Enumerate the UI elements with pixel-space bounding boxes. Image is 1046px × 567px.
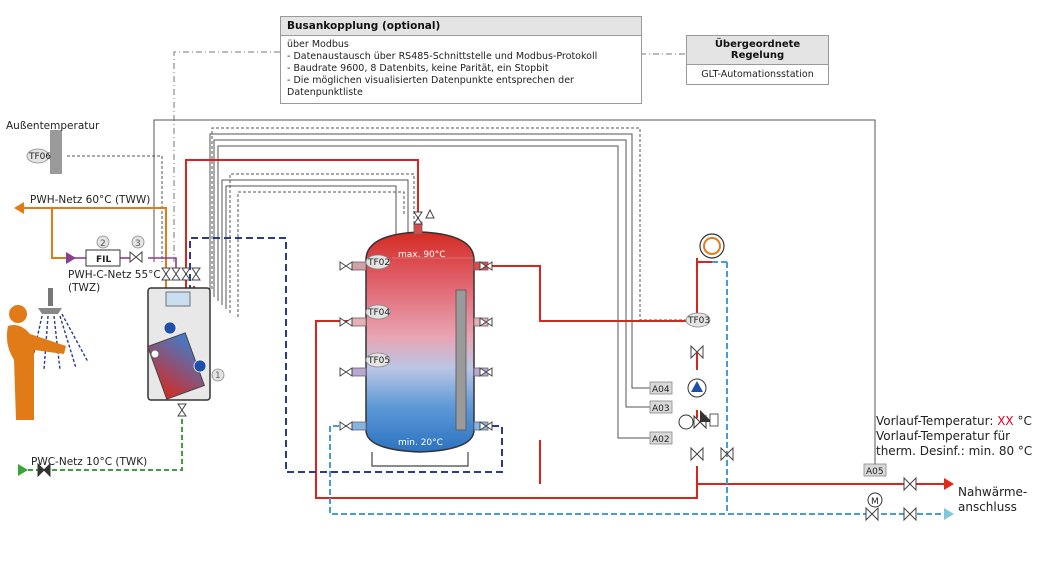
station-number: 1 bbox=[215, 371, 221, 381]
glt-box: Übergeordnete Regelung GLT-Automationsst… bbox=[686, 35, 829, 85]
tank-sensors bbox=[365, 254, 711, 368]
supply-arrow bbox=[944, 478, 954, 490]
tank-valves bbox=[339, 208, 493, 431]
motor-label: M bbox=[871, 497, 879, 507]
glt-title: Übergeordnete Regelung bbox=[687, 36, 828, 65]
shower-person bbox=[6, 288, 89, 420]
marker-3 bbox=[131, 235, 145, 249]
fresh-water-station bbox=[146, 287, 225, 401]
district-heating-line-1: Nahwärme- bbox=[958, 485, 1028, 499]
marker-2 bbox=[96, 235, 110, 249]
flow-temperature-line-3: therm. Desinf.: min. 80 °C bbox=[876, 444, 1033, 458]
marker-2-label: 2 bbox=[100, 239, 106, 249]
pwc-valve bbox=[37, 462, 51, 478]
flow-temperature-line-1: Vorlauf-Temperatur: XX °C bbox=[876, 414, 1032, 429]
mixing-valve-motor bbox=[867, 492, 883, 508]
sensor-tf04: TF04 bbox=[367, 308, 390, 318]
signal-wiring bbox=[153, 119, 876, 468]
pwc-pipe bbox=[28, 406, 183, 471]
bus-line: über Modbus bbox=[287, 39, 349, 50]
filter-label: FIL bbox=[96, 255, 111, 265]
heating-valves bbox=[690, 344, 917, 522]
sensor-tf05: TF05 bbox=[367, 356, 390, 366]
bus-connection-body: über Modbus - Datenaustausch über RS485-… bbox=[281, 36, 641, 103]
station-valves bbox=[129, 250, 201, 417]
flow-temperature-unit: °C bbox=[1013, 414, 1032, 428]
district-heating-line-2: anschluss bbox=[958, 500, 1017, 514]
pwh-pipe bbox=[22, 207, 167, 290]
bus-connection-box: Busankopplung (optional) über Modbus - D… bbox=[280, 16, 642, 104]
return-arrow bbox=[944, 508, 954, 520]
output-tags bbox=[649, 381, 887, 477]
output-a03: A03 bbox=[652, 404, 670, 414]
circulation-arrow bbox=[66, 252, 76, 264]
pwhc-label-2: (TWZ) bbox=[68, 282, 100, 294]
marker-3-label: 3 bbox=[135, 239, 141, 249]
outside-temperature-label: Außentemperatur bbox=[6, 120, 100, 132]
district-heating-label: Nahwärme- anschluss bbox=[958, 485, 1027, 515]
flow-temperature-note: Vorlauf-Temperatur: XX °C Vorlauf-Temper… bbox=[876, 414, 1032, 459]
outside-wall bbox=[26, 130, 62, 174]
sensor-tf03: TF03 bbox=[687, 316, 710, 326]
output-a04: A04 bbox=[652, 385, 670, 395]
flow-temperature-line-2: Vorlauf-Temperatur für bbox=[876, 429, 1011, 443]
sensor-tf06: TF06 bbox=[28, 152, 51, 162]
pwh-arrow bbox=[14, 202, 24, 214]
output-a02: A02 bbox=[652, 435, 670, 445]
heating-group bbox=[678, 233, 725, 430]
tank-min-label: min. 20°C bbox=[398, 438, 443, 448]
sensor-tf02: TF02 bbox=[367, 258, 390, 268]
pwh-label: PWH-Netz 60°C (TWW) bbox=[30, 194, 150, 206]
pwhc-label-1: PWH-C-Netz 55°C bbox=[68, 269, 161, 281]
pwc-label: PWC-Netz 10°C (TWK) bbox=[31, 456, 147, 468]
return-pipes bbox=[329, 261, 944, 515]
bus-lines bbox=[173, 51, 686, 262]
supply-pipes bbox=[185, 159, 944, 499]
filter bbox=[85, 249, 121, 267]
tank-max-label: max. 90°C bbox=[398, 250, 446, 260]
pwc-arrow bbox=[18, 464, 28, 476]
output-a05: A05 bbox=[866, 467, 884, 477]
bus-line: - Datenaustausch über RS485-Schnittstell… bbox=[287, 51, 598, 62]
flow-temperature-prefix: Vorlauf-Temperatur: bbox=[876, 414, 998, 428]
bus-line: - Baudrate 9600, 8 Datenbits, keine Pari… bbox=[287, 63, 549, 74]
bus-connection-title: Busankopplung (optional) bbox=[281, 17, 641, 36]
bus-line: - Die möglichen visualisierten Datenpunk… bbox=[287, 75, 574, 98]
flow-temperature-value: XX bbox=[997, 414, 1014, 428]
glt-subtitle: GLT-Automationsstation bbox=[701, 69, 814, 80]
